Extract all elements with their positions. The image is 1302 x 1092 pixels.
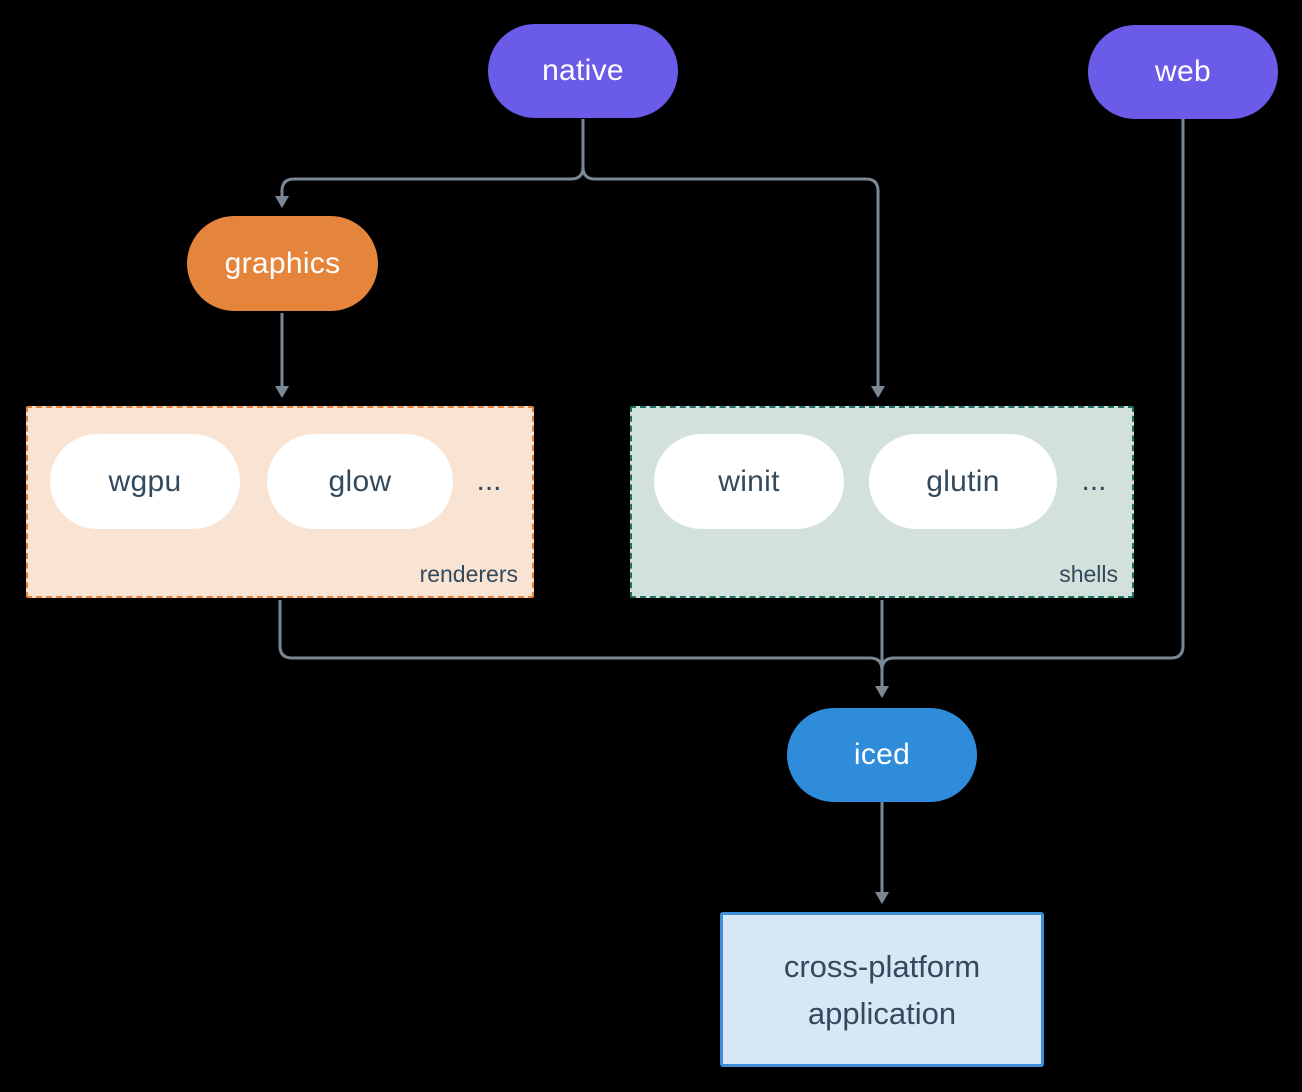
group-shells: winit glutin ... shells — [630, 406, 1134, 598]
shells-group-label: shells — [1059, 561, 1118, 587]
shells-ellipsis: ... — [1081, 464, 1107, 497]
node-web: web — [1088, 25, 1278, 119]
edge-renderers-to-iced — [278, 600, 884, 671]
node-wgpu: wgpu — [50, 434, 240, 529]
renderers-ellipsis: ... — [476, 464, 502, 497]
edge-native-to-shells — [581, 119, 885, 398]
node-native: native — [488, 24, 678, 118]
node-glutin: glutin — [869, 434, 1057, 529]
group-renderers: wgpu glow ... renderers — [26, 406, 534, 598]
edge-native-to-graphics — [275, 119, 585, 208]
node-cross-platform-application: cross-platform application — [720, 912, 1044, 1067]
node-glow: glow — [267, 434, 453, 529]
renderers-group-label: renderers — [419, 561, 518, 587]
node-winit: winit — [654, 434, 844, 529]
node-iced: iced — [787, 708, 977, 802]
node-graphics: graphics — [187, 216, 378, 311]
